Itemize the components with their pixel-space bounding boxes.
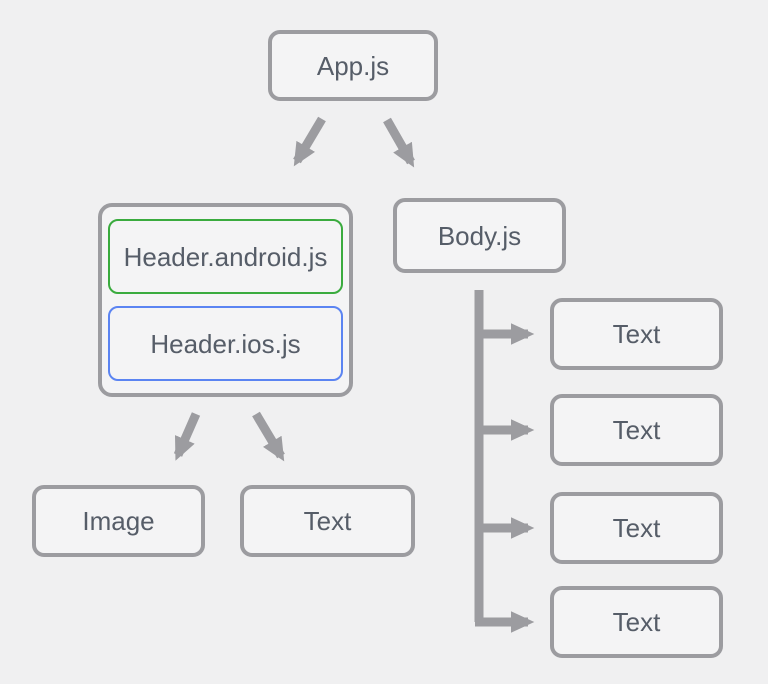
node-app-js-label: App.js xyxy=(316,50,390,81)
node-image-label: Image xyxy=(82,506,155,536)
node-header-android-js: Header.android.js xyxy=(108,219,343,294)
edge-header-to-image-arrow xyxy=(173,412,201,461)
node-body-text-4-label: Text xyxy=(612,607,661,637)
edge-header-to-text-arrow xyxy=(252,411,285,462)
node-app-js: App.js xyxy=(268,30,438,101)
node-header-text: Text xyxy=(240,485,415,557)
edge-app-to-header-arrow xyxy=(293,116,326,167)
node-header-group: Header.android.js Header.ios.js xyxy=(98,203,353,397)
edge-app-to-body-arrow xyxy=(383,117,415,168)
node-body-text-3: Text xyxy=(550,492,723,564)
node-body-js: Body.js xyxy=(393,198,566,273)
node-body-text-4: Text xyxy=(550,586,723,658)
node-body-text-2-label: Text xyxy=(612,415,661,445)
node-body-text-1: Text xyxy=(550,298,723,370)
node-body-text-1-label: Text xyxy=(612,319,661,349)
node-header-ios-js: Header.ios.js xyxy=(108,306,343,381)
node-image: Image xyxy=(32,485,205,557)
node-header-text-label: Text xyxy=(303,506,352,536)
node-header-android-js-label: Header.android.js xyxy=(123,241,328,272)
node-body-text-3-label: Text xyxy=(612,513,661,543)
node-body-js-label: Body.js xyxy=(437,220,522,251)
node-body-text-2: Text xyxy=(550,394,723,466)
node-header-ios-js-label: Header.ios.js xyxy=(150,328,301,359)
